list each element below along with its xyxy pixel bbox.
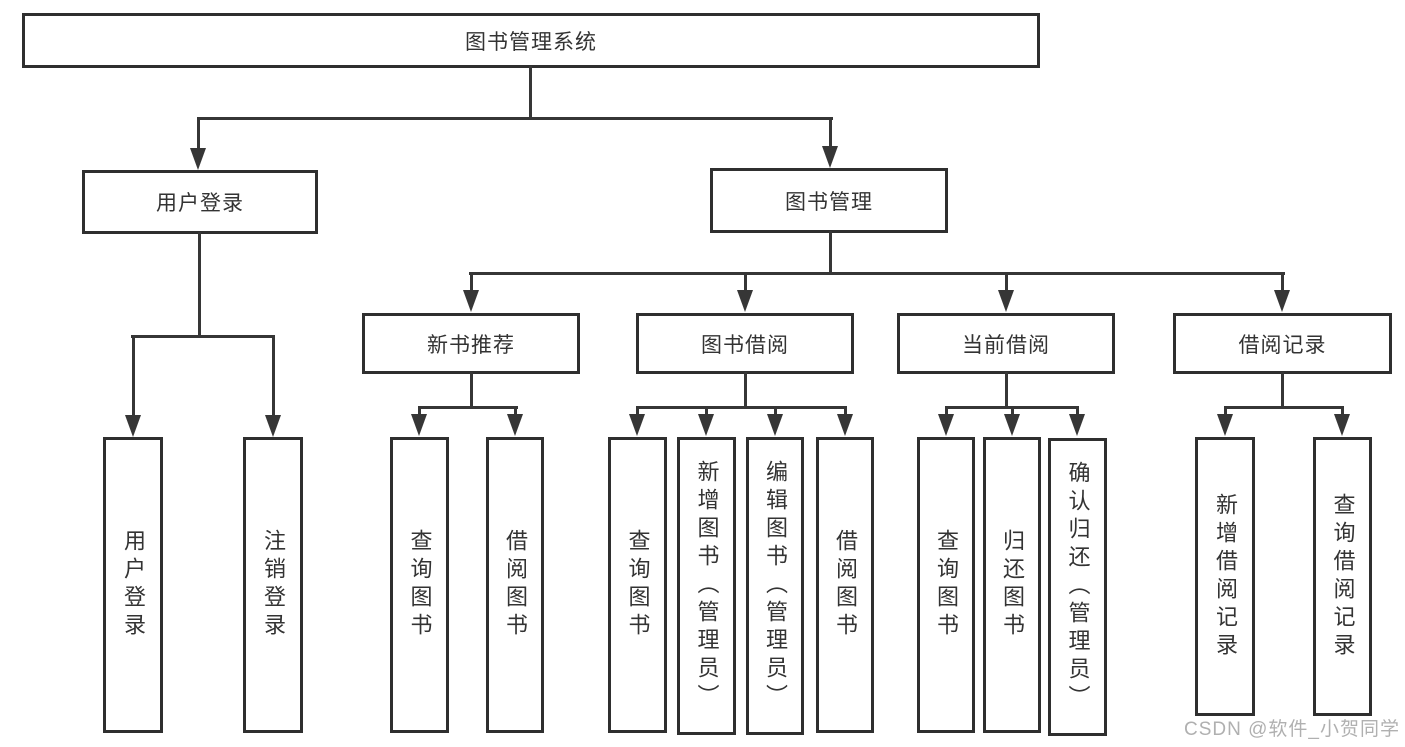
leaf-label: 归还图书: [1000, 529, 1025, 641]
down-arrow-icon: [737, 290, 753, 312]
node-label: 新书推荐: [427, 333, 515, 357]
connector-stem: [1011, 408, 1014, 417]
leaf-label: 用户登录: [121, 529, 146, 641]
connector-user-login-stub: [198, 232, 201, 337]
down-arrow-icon: [411, 414, 427, 436]
connector-root-stub: [529, 66, 532, 119]
connector-stem: [470, 274, 473, 294]
down-arrow-icon: [190, 148, 206, 170]
leaf-query-books-2: 查询图书: [608, 437, 667, 733]
down-arrow-icon: [698, 414, 714, 436]
node-borrowing-records: 借阅记录: [1173, 313, 1392, 374]
connector-stem: [1281, 274, 1284, 294]
down-arrow-icon: [1004, 414, 1020, 436]
connector-stem: [844, 408, 847, 417]
connector-stem: [514, 408, 517, 417]
connector-stem: [705, 408, 708, 417]
leaf-query-books-1: 查询图书: [390, 437, 449, 733]
node-user-login: 用户登录: [82, 170, 318, 234]
connector-stem: [418, 408, 421, 417]
down-arrow-icon: [1069, 414, 1085, 436]
leaf-label: 查询图书: [934, 529, 959, 641]
leaf-return-books: 归还图书: [983, 437, 1041, 733]
connector-bar: [418, 406, 518, 409]
connector-stem: [1005, 274, 1008, 294]
leaf-label: 查询借阅记录: [1330, 492, 1356, 661]
node-new-book-recommendation: 新书推荐: [362, 313, 580, 374]
down-arrow-icon: [629, 414, 645, 436]
leaf-label: 借阅图书: [833, 529, 858, 641]
node-label: 当前借阅: [962, 333, 1050, 357]
leaf-logout-login: 注销登录: [243, 437, 303, 733]
leaf-confirm-return-admin: 确认归还（管理员）: [1048, 438, 1107, 736]
leaf-label: 新增图书（管理员）: [694, 460, 720, 712]
down-arrow-icon: [507, 414, 523, 436]
node-book-management: 图书管理: [710, 168, 948, 233]
down-arrow-icon: [125, 415, 141, 437]
leaf-query-books-3: 查询图书: [917, 437, 975, 733]
connector-stub: [470, 372, 473, 408]
leaf-label: 编辑图书（管理员）: [763, 460, 788, 712]
connector-stem: [829, 118, 832, 150]
leaf-add-books-admin: 新增图书（管理员）: [677, 437, 736, 735]
leaf-user-login: 用户登录: [103, 437, 163, 733]
node-label: 图书管理系统: [465, 30, 597, 54]
connector-user-login-bar: [131, 335, 275, 338]
connector-stem: [636, 408, 639, 417]
down-arrow-icon: [938, 414, 954, 436]
leaf-label: 借阅图书: [503, 529, 528, 641]
down-arrow-icon: [1217, 414, 1233, 436]
connector-root-bar: [197, 117, 833, 120]
node-book-borrowing: 图书借阅: [636, 313, 854, 374]
connector-stem: [945, 408, 948, 417]
connector-stem: [1224, 408, 1227, 417]
connector-bar: [1224, 406, 1344, 409]
down-arrow-icon: [1274, 290, 1290, 312]
leaf-label: 确认归还（管理员）: [1065, 461, 1091, 713]
connector-book-mgmt-stub: [829, 231, 832, 274]
leaf-edit-books-admin: 编辑图书（管理员）: [746, 437, 804, 735]
down-arrow-icon: [837, 414, 853, 436]
down-arrow-icon: [767, 414, 783, 436]
leaf-label: 新增借阅记录: [1213, 492, 1238, 661]
down-arrow-icon: [822, 146, 838, 168]
leaf-borrow-books-1: 借阅图书: [486, 437, 544, 733]
watermark: CSDN @软件_小贺同学: [1184, 719, 1400, 740]
down-arrow-icon: [998, 290, 1014, 312]
connector-stub: [744, 372, 747, 408]
leaf-label: 查询图书: [625, 529, 651, 641]
leaf-query-borrow-record: 查询借阅记录: [1313, 437, 1372, 716]
connector-stem: [272, 336, 275, 418]
leaf-label: 查询图书: [407, 529, 433, 641]
down-arrow-icon: [1334, 414, 1350, 436]
connector-stub: [1281, 372, 1284, 408]
connector-book-mgmt-bar: [469, 272, 1285, 275]
down-arrow-icon: [463, 290, 479, 312]
connector-bar: [945, 406, 1079, 409]
connector-stem: [1341, 408, 1344, 417]
connector-bar: [636, 406, 847, 409]
connector-stem: [1076, 408, 1079, 417]
connector-stem: [774, 408, 777, 417]
leaf-borrow-books-2: 借阅图书: [816, 437, 874, 733]
down-arrow-icon: [265, 415, 281, 437]
node-label: 借阅记录: [1238, 333, 1327, 357]
connector-stem: [132, 336, 135, 418]
leaf-add-borrow-record: 新增借阅记录: [1195, 437, 1255, 716]
node-current-borrowing: 当前借阅: [897, 313, 1115, 374]
node-label: 图书管理: [785, 190, 873, 214]
leaf-label: 注销登录: [261, 529, 286, 641]
node-label: 用户登录: [156, 192, 244, 215]
connector-stem: [197, 118, 200, 152]
connector-stem: [744, 274, 747, 294]
node-library-management-system: 图书管理系统: [22, 13, 1040, 68]
connector-stub: [1005, 372, 1008, 408]
node-label: 图书借阅: [701, 333, 789, 357]
